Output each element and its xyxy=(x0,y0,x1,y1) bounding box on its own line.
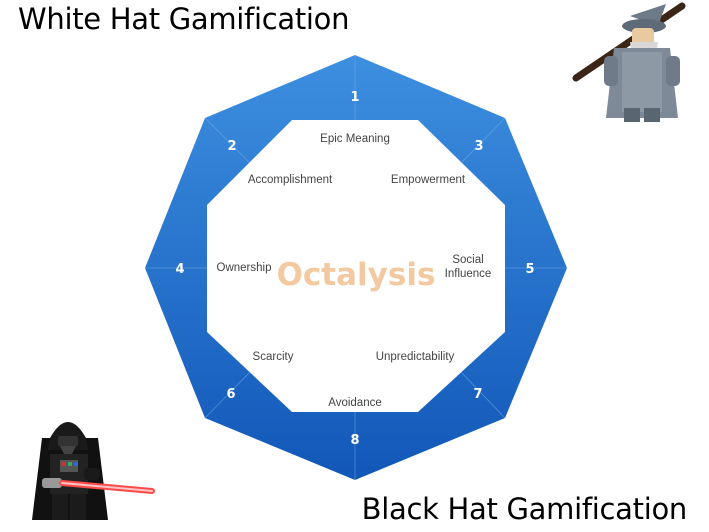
core-label-epic-meaning: Epic Meaning xyxy=(320,133,390,145)
segment-number-2: 2 xyxy=(227,139,236,154)
black-hat-title: Black Hat Gamification xyxy=(361,492,688,526)
core-label-scarcity: Scarcity xyxy=(253,351,294,363)
core-label-accomplishment: Accomplishment xyxy=(248,174,333,186)
segment-number-3: 3 xyxy=(474,139,483,154)
segment-number-5: 5 xyxy=(525,262,534,277)
segment-number-1: 1 xyxy=(350,90,359,105)
center-label: Octalysis xyxy=(277,257,436,293)
core-label-avoidance: Avoidance xyxy=(328,397,382,409)
sith-figure-icon xyxy=(32,422,155,520)
wizard-figure-icon xyxy=(572,2,686,122)
segment-dividers xyxy=(145,55,567,480)
core-label-empowerment: Empowerment xyxy=(391,174,466,186)
core-label-ownership: Ownership xyxy=(217,262,272,274)
segment-number-6: 6 xyxy=(226,387,235,402)
core-label-unpredictability: Unpredictability xyxy=(376,351,455,363)
segment-number-8: 8 xyxy=(350,433,359,448)
inner-octagon xyxy=(207,120,505,412)
segment-number-7: 7 xyxy=(473,387,482,402)
white-hat-title: White Hat Gamification xyxy=(18,2,350,36)
core-label-social: Social xyxy=(452,254,483,266)
segment-number-4: 4 xyxy=(175,262,184,277)
core-label-influence: Influence xyxy=(445,268,492,280)
